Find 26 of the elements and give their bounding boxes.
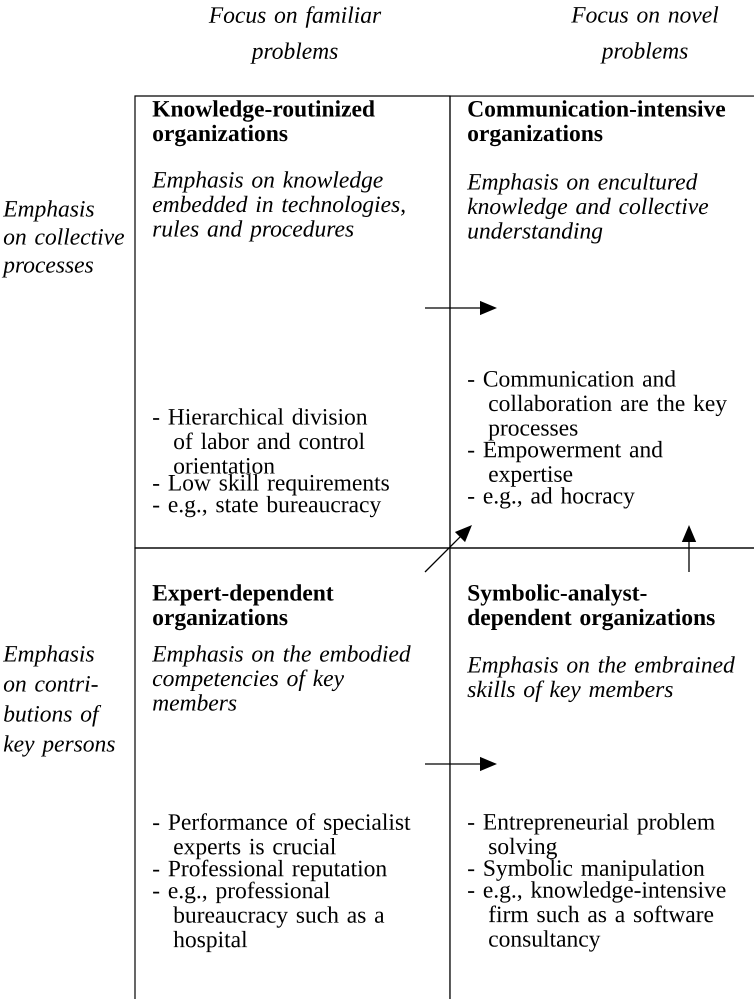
bullet-item: - Low skill requirements: [153, 474, 389, 496]
cell-heading: Knowledge-routinized organizations: [152, 100, 375, 146]
cell-heading: Communication-intensive organizations: [468, 100, 726, 146]
column-header: Focus on novel problems: [571, 6, 718, 64]
quadrant-cell: [449, 547, 754, 999]
bullet-item: - Hierarchical division of labor and control orientation: [153, 408, 368, 474]
bullet-item: - Entrepreneurial problem solving: [468, 813, 715, 860]
bullet-item: - e.g., state bureaucracy: [153, 496, 382, 518]
column-header: Focus on familiar problems: [208, 6, 382, 64]
bullet-item: - Symbolic manipulation: [468, 860, 704, 881]
cell-heading: Expert-dependent organizations: [152, 584, 334, 630]
bullet-item: - Performance of specialist experts is crucial: [153, 813, 410, 860]
emphasis-text: Emphasis on knowledge embedded in technologies, rules and procedures: [152, 171, 405, 242]
quadrant-cell: [134, 547, 451, 999]
bullet-item: - Communication and collaboration are the key processes: [468, 370, 727, 441]
emphasis-text: Emphasis on the embrained skills of key members: [466, 656, 735, 702]
bullet-item: - e.g., knowledge-intensive firm such as a software consultancy: [468, 881, 726, 952]
bullet-item: - e.g., professional bureaucracy such as a hospital: [153, 882, 384, 952]
quadrant-cell: [134, 95, 451, 549]
emphasis-text: Emphasis on encultured knowledge and collective understanding: [466, 173, 708, 244]
emphasis-text: Emphasis on the embodied competencies of key members: [152, 645, 411, 711]
bullet-item: - Professional reputation: [153, 860, 387, 882]
bullet-item: - e.g., ad hocracy: [468, 487, 635, 508]
cell-heading: Symbolic-analyst-dependent organizations: [468, 584, 715, 630]
quadrant-cell: [449, 95, 754, 549]
bullet-item: - Empowerment and expertise: [468, 440, 663, 487]
